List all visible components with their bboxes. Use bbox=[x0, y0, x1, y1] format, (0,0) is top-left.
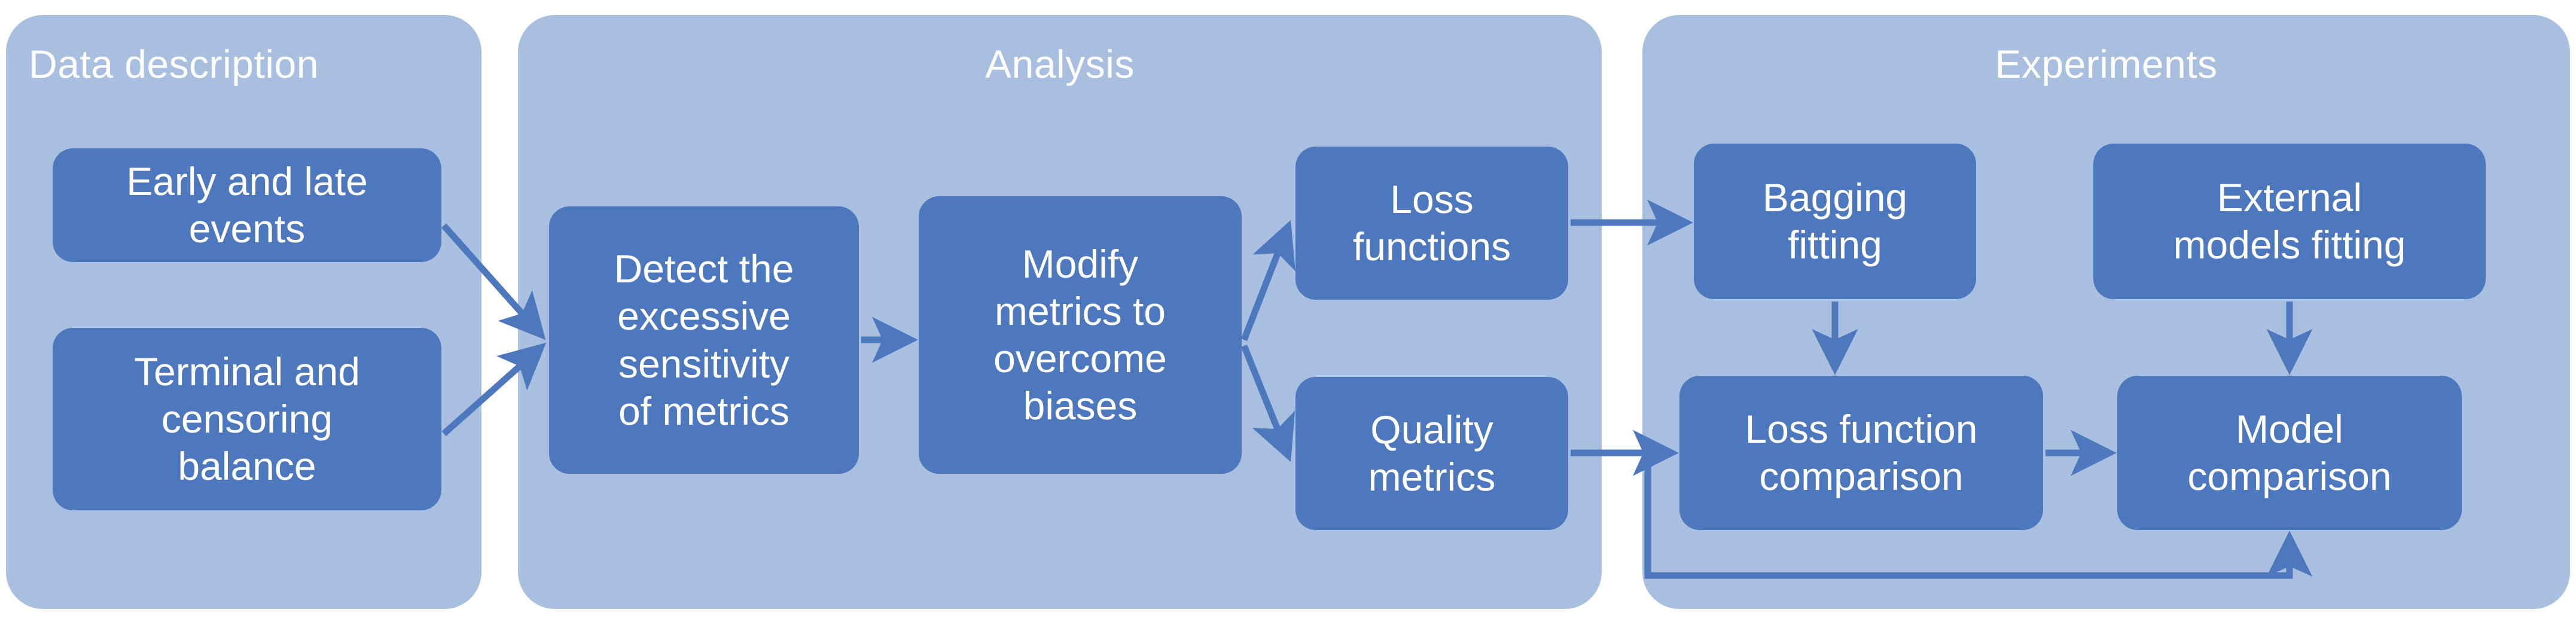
panel-data-description: Data description bbox=[6, 15, 481, 609]
node-quality-metrics[interactable]: Quality metrics bbox=[1295, 377, 1568, 530]
node-terminal-and-censoring-balance[interactable]: Terminal and censoring balance bbox=[53, 328, 441, 510]
node-detect-excessive-sensitivity-of-metrics[interactable]: Detect the excessive sensitivity of metr… bbox=[549, 206, 859, 474]
panel-title-experiments: Experiments bbox=[1995, 42, 2218, 86]
node-bagging-fitting[interactable]: Bagging fitting bbox=[1694, 144, 1976, 299]
node-loss-function-comparison[interactable]: Loss function comparison bbox=[1679, 376, 2043, 530]
node-loss-functions[interactable]: Loss functions bbox=[1295, 147, 1568, 300]
node-model-comparison[interactable]: Model comparison bbox=[2117, 376, 2462, 530]
panel-title-analysis: Analysis bbox=[985, 42, 1135, 86]
panel-title-data-description: Data description bbox=[29, 42, 319, 86]
node-modify-metrics-to-overcome-biases[interactable]: Modify metrics to overcome biases bbox=[919, 196, 1242, 474]
node-external-models-fitting[interactable]: External models fitting bbox=[2093, 144, 2486, 299]
node-early-and-late-events[interactable]: Early and late events bbox=[53, 148, 441, 262]
